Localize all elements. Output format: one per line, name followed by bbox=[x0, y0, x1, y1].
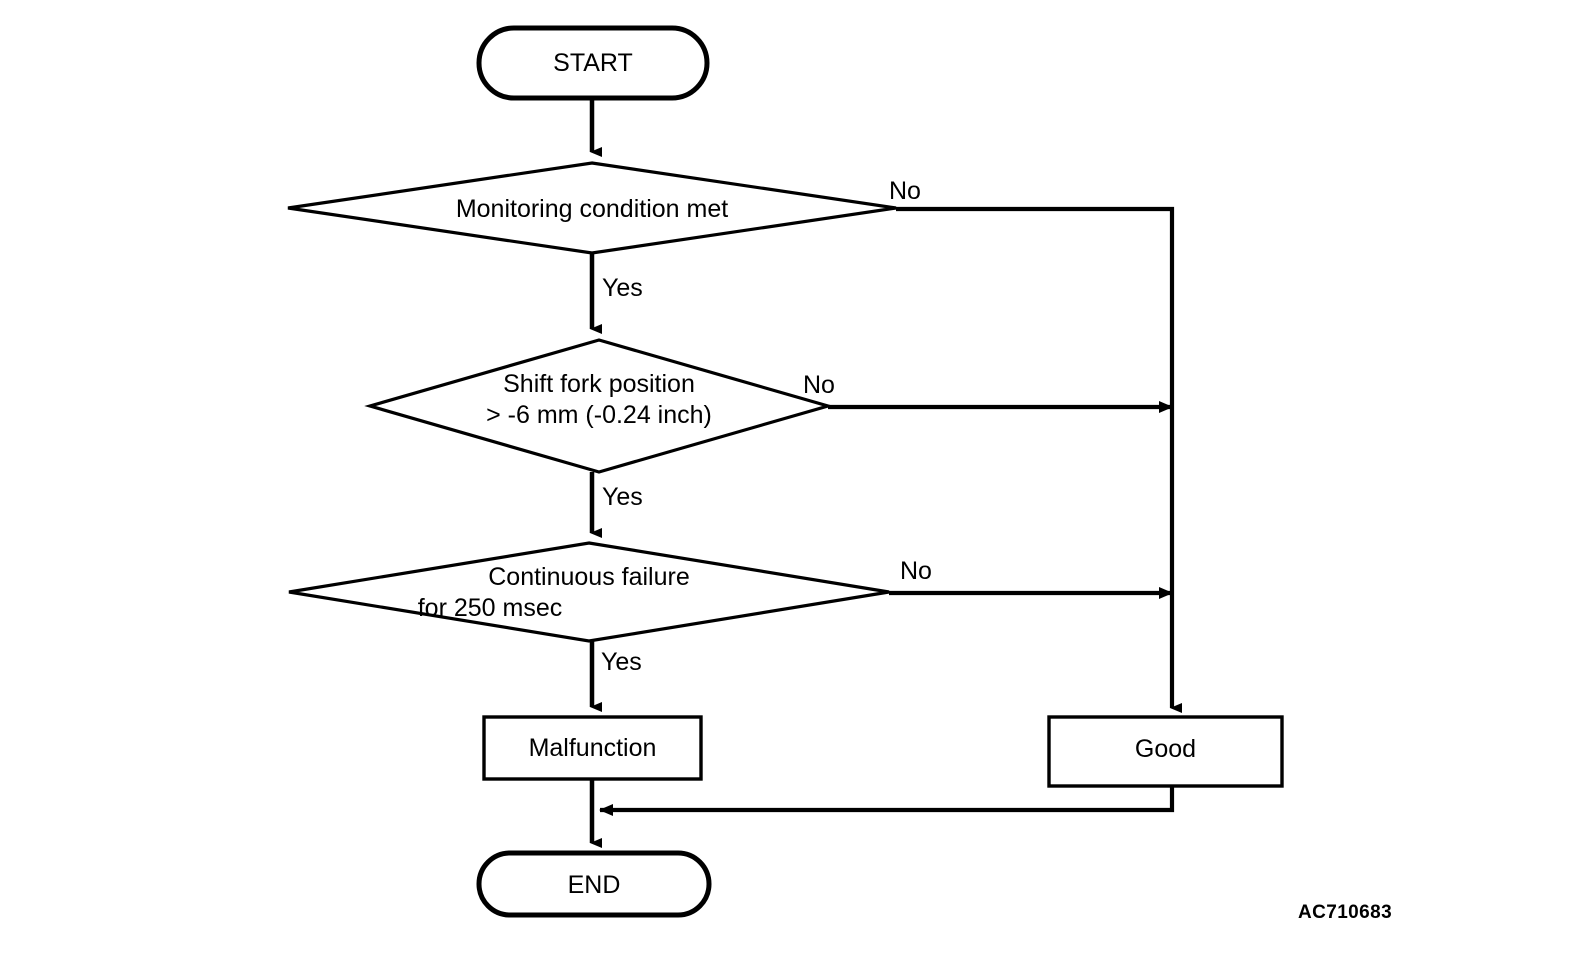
node-start[interactable] bbox=[476, 25, 710, 101]
edge-good-to-end-merge bbox=[599, 786, 1175, 816]
edge-label-decision3-yes: Yes bbox=[601, 648, 642, 676]
edge-label-decision2-yes: Yes bbox=[602, 483, 643, 511]
node-decision-shift-fork-position[interactable] bbox=[364, 338, 834, 474]
node-decision-continuous-failure[interactable] bbox=[288, 541, 890, 643]
reference-code: AC710683 bbox=[1298, 902, 1393, 923]
node-end[interactable] bbox=[476, 850, 712, 918]
edge-label-decision2-no: No bbox=[803, 371, 835, 399]
edge-decision1-no-to-good bbox=[896, 206, 1182, 713]
edge-label-decision1-yes: Yes bbox=[602, 274, 643, 302]
node-decision-monitoring-condition[interactable] bbox=[287, 161, 897, 255]
edge-label-decision1-no: No bbox=[889, 177, 921, 205]
node-malfunction[interactable] bbox=[482, 715, 703, 781]
node-good[interactable] bbox=[1047, 715, 1284, 788]
edge-label-decision3-no: No bbox=[900, 557, 932, 585]
